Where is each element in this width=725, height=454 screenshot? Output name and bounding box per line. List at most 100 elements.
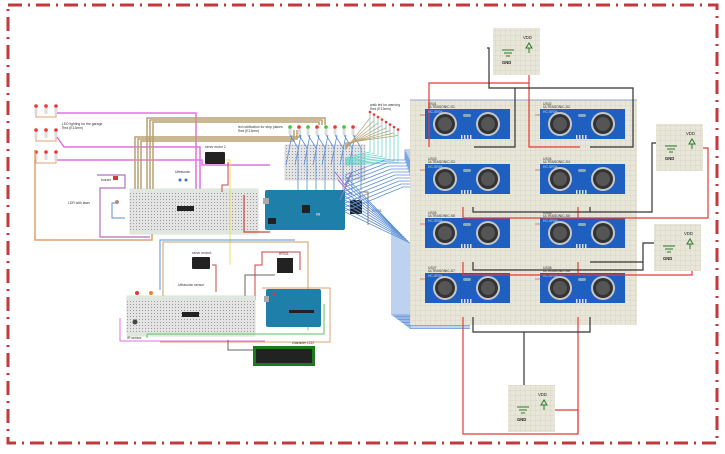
pink-wires [56, 112, 270, 212]
sensor-face-label: HC-SR04 [543, 110, 558, 114]
rfid-bottom-label: RFID1 [279, 252, 289, 256]
vdd-label: VDD [538, 392, 547, 397]
sensor-model: ULTRASONIC-S1 [428, 105, 455, 109]
power-block: VDD GND [493, 28, 540, 75]
warning-led [377, 117, 379, 123]
purple-wire [97, 174, 150, 238]
sensor-id: US02 [543, 102, 552, 106]
sensor-face-label: HC-SR04 [543, 165, 558, 169]
lcd-label: character LCD [292, 341, 314, 345]
arduino-uno [264, 289, 321, 327]
sensor-face-label: HC-SR04 [543, 219, 558, 223]
sensor-model: ULTRASONIC-S4 [543, 160, 570, 164]
stop-led-bulb [288, 125, 292, 129]
breadboard-top-left [129, 188, 259, 235]
buzzer [113, 176, 118, 180]
sensor-model: ULTRASONIC-S5 [428, 214, 455, 218]
buzzer-label: buzzer [101, 178, 112, 182]
ultrasonic-sensors: US01ULTRASONIC-S1HC-SR04US02ULTRASONIC-S… [420, 102, 625, 305]
gnd-label: GND [502, 60, 511, 65]
orange-wire [34, 150, 153, 241]
sensor-id: US03 [428, 157, 437, 161]
garage-led-group [34, 104, 58, 164]
ic-chip [177, 206, 194, 211]
blue-led-wires [285, 134, 362, 190]
character-lcd [253, 346, 315, 366]
vdd-label: VDD [523, 35, 532, 40]
warning-led [373, 114, 375, 121]
sensor-model: ULTRASONIC-S2 [543, 105, 570, 109]
power-block: VDD GND [654, 224, 701, 271]
stop-led-row [288, 125, 355, 135]
garage-leds-sublabel: Red (E13mm) [62, 126, 83, 130]
stop-led-bulb [333, 125, 337, 129]
fan-wires [344, 117, 399, 166]
sensor-face-label: HC-SR04 [428, 110, 443, 114]
gnd-label: GND [663, 256, 672, 261]
stop-led-bulb [342, 125, 346, 129]
servo-motor-1 [192, 257, 210, 269]
stop-led-bulb [324, 125, 328, 129]
sensor-id: US05 [428, 211, 437, 215]
diagram-frame [6, 3, 719, 445]
gnd-label: GND [665, 156, 674, 161]
ultrasonic-label: Ultrasonic [175, 170, 190, 174]
sensor-face-label: HC-SR04 [428, 274, 443, 278]
stop-led-bulb [315, 125, 319, 129]
stop-led [333, 127, 337, 135]
garage-led [44, 130, 48, 138]
servo2-label: servo motor 2 [205, 145, 226, 149]
orange-led [149, 291, 153, 295]
warning-led [397, 129, 399, 136]
warning-led [393, 127, 395, 133]
sensor-model: ULTRASONIC-S3 [428, 160, 455, 164]
warning-led [389, 124, 391, 131]
rfid-bottom [277, 258, 293, 273]
vdd-label: VDD [684, 231, 693, 236]
stop-led [288, 127, 292, 135]
sensor-id: US07 [428, 266, 437, 270]
stop-led-bulb [306, 125, 310, 129]
sensor-model: ULTRASONIC-S8 [543, 269, 570, 273]
ir-sensor-label: IR sensor [127, 336, 142, 340]
warning-leds-sublabel: Red (E13mm) [370, 107, 391, 111]
sensor-id: US04 [543, 157, 552, 161]
stop-led [342, 127, 346, 135]
garage-led [44, 152, 48, 160]
ir-sensor [132, 319, 138, 325]
ultrasonic2-label: Ultrasonic sensor [178, 283, 205, 287]
stop-led [351, 127, 355, 135]
sensor-face-label: HC-SR04 [543, 274, 558, 278]
ic-chip-bottom [182, 312, 199, 317]
garage-led [34, 130, 38, 138]
garage-led [54, 106, 58, 114]
stop-led [306, 127, 310, 135]
stop-led-bulb [297, 125, 301, 129]
warning-leds-label: walk led for warning [370, 103, 400, 107]
sensor-id: US08 [543, 266, 552, 270]
stop-led [297, 127, 301, 135]
tan-wire-bundle [134, 117, 326, 190]
ldr-label: LDR with laser [68, 201, 91, 205]
sensor-model: ULTRASONIC-S6 [543, 214, 570, 218]
arduino-logo: ∞ [316, 212, 320, 218]
led-stop-sublabel: Red (E13mm) [238, 129, 259, 133]
sensor-id: US01 [428, 102, 437, 106]
garage-led [44, 106, 48, 114]
servo-motor-2 [205, 152, 225, 164]
purple-cross-wires [334, 171, 353, 201]
sensor-face-label: HC-SR04 [428, 165, 443, 169]
garage-led [54, 152, 58, 160]
sensor-face-label: HC-SR04 [428, 219, 443, 223]
sensor-id: US06 [543, 211, 552, 215]
